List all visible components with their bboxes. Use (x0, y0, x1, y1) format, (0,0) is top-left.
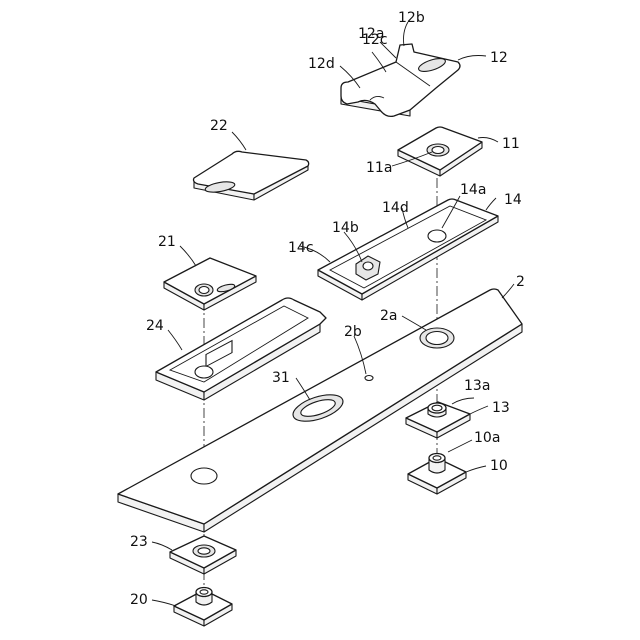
label-13a: 13a (464, 378, 490, 394)
label-12c: 12c (362, 32, 388, 48)
label-2: 2 (516, 274, 525, 290)
label-14c: 14c (288, 240, 314, 256)
label-14b: 14b (332, 220, 359, 236)
label-20: 20 (130, 592, 148, 608)
label-22: 22 (210, 118, 228, 134)
part-10-terminal (408, 454, 466, 495)
label-24: 24 (146, 318, 164, 334)
label-12d: 12d (308, 56, 335, 72)
part-22-plate (194, 151, 309, 200)
part-23-gasket (170, 536, 236, 574)
label-2a: 2a (380, 308, 398, 324)
label-11a: 11a (366, 160, 392, 176)
part-13-gasket (406, 402, 470, 438)
label-12b: 12b (398, 10, 425, 26)
label-13: 13 (492, 400, 510, 416)
part-12-plate (341, 44, 460, 116)
label-14d: 14d (382, 200, 409, 216)
label-11: 11 (502, 136, 520, 152)
label-31: 31 (272, 370, 290, 386)
label-12: 12 (490, 50, 508, 66)
label-21: 21 (158, 234, 176, 250)
label-14: 14 (504, 192, 522, 208)
label-10: 10 (490, 458, 508, 474)
part-20-terminal (174, 588, 232, 627)
part-11-plate (398, 127, 482, 176)
label-23: 23 (130, 534, 148, 550)
label-10a: 10a (474, 430, 500, 446)
part-21-plate (164, 258, 256, 310)
label-14a: 14a (460, 182, 486, 198)
label-2b: 2b (344, 324, 362, 340)
